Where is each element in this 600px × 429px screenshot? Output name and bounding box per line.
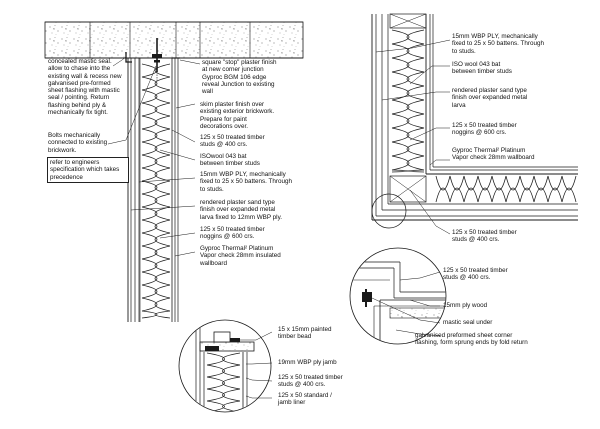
- insulation-batt-horizontal: [435, 175, 577, 203]
- note-right-wbp-ply: 15mm WBP PLY, mechanically fixed to 25 x…: [452, 33, 544, 55]
- note-right-isowool: ISO wool 043 bat between timber studs: [452, 61, 512, 76]
- note-stop-plaster-finish: square "stop" plaster finish at new corn…: [202, 59, 277, 96]
- note-right-rendered-plaster: rendered plaster sand type finish over e…: [452, 87, 528, 109]
- note-gyproc-thermal: Gyproc Thermal² Platinum Vapor check 28m…: [200, 245, 281, 267]
- note-isowool-bat: ISOwool 043 bat between timber studs: [200, 153, 260, 168]
- note-right-gyproc: Gyproc Thermal² Platinum Vapor check 28m…: [452, 147, 535, 162]
- insulation-batt: [141, 63, 171, 319]
- note-jamb-timber-studs: 125 x 50 treated timber studs @ 400 crs.: [278, 374, 343, 389]
- note-bolts-connected: Bolts mechanically connected to existing…: [48, 132, 108, 154]
- note-engineers-specification: refer to engineers specification which t…: [47, 157, 129, 183]
- note-right-timber-studs: 125 x 50 treated timber studs @ 400 crs.: [452, 229, 517, 244]
- note-timber-studs: 125 x 50 treated timber studs @ 400 crs.: [200, 134, 265, 149]
- bolt-fixing: [152, 38, 162, 82]
- note-timber-noggins: 125 x 50 treated timber noggins @ 600 cr…: [200, 226, 265, 241]
- note-corner-ply: 15mm ply wood: [443, 302, 488, 309]
- right-corner-plan: [371, 13, 578, 235]
- note-corner-flashing: galvanised preformed sheet corner flashi…: [415, 332, 528, 347]
- note-right-timber-noggins: 125 x 50 treated timber noggins @ 600 cr…: [452, 122, 517, 137]
- jamb-detail-circle: [178, 319, 273, 413]
- note-jamb-liner: 125 x 50 standard / jamb liner: [278, 392, 332, 407]
- note-skim-plaster: skim plaster finish over existing exteri…: [200, 101, 275, 130]
- corner-flashing-detail-circle: [349, 247, 447, 345]
- note-corner-mastic-seal: mastic seal under: [443, 319, 493, 326]
- note-painted-timber-bead: 15 x 15mm painted timber bead: [278, 326, 332, 341]
- galvanised-flashing: [125, 52, 132, 63]
- note-rendered-plaster: rendered plaster sand type finish over e…: [200, 199, 283, 221]
- note-concealed-mastic-seal: concealed mastic seal. allow to chase in…: [48, 58, 122, 117]
- existing-masonry-band: [44, 21, 304, 59]
- note-ply-jamb: 19mm WBP ply jamb: [278, 359, 337, 366]
- note-wbp-ply: 15mm WBP PLY, mechanically fixed to 25 x…: [200, 171, 292, 193]
- note-corner-timber-studs: 125 x 50 treated timber studs @ 400 crs.: [443, 267, 508, 282]
- left-wall-section: [44, 21, 304, 322]
- insulation-batt-vertical: [391, 29, 425, 173]
